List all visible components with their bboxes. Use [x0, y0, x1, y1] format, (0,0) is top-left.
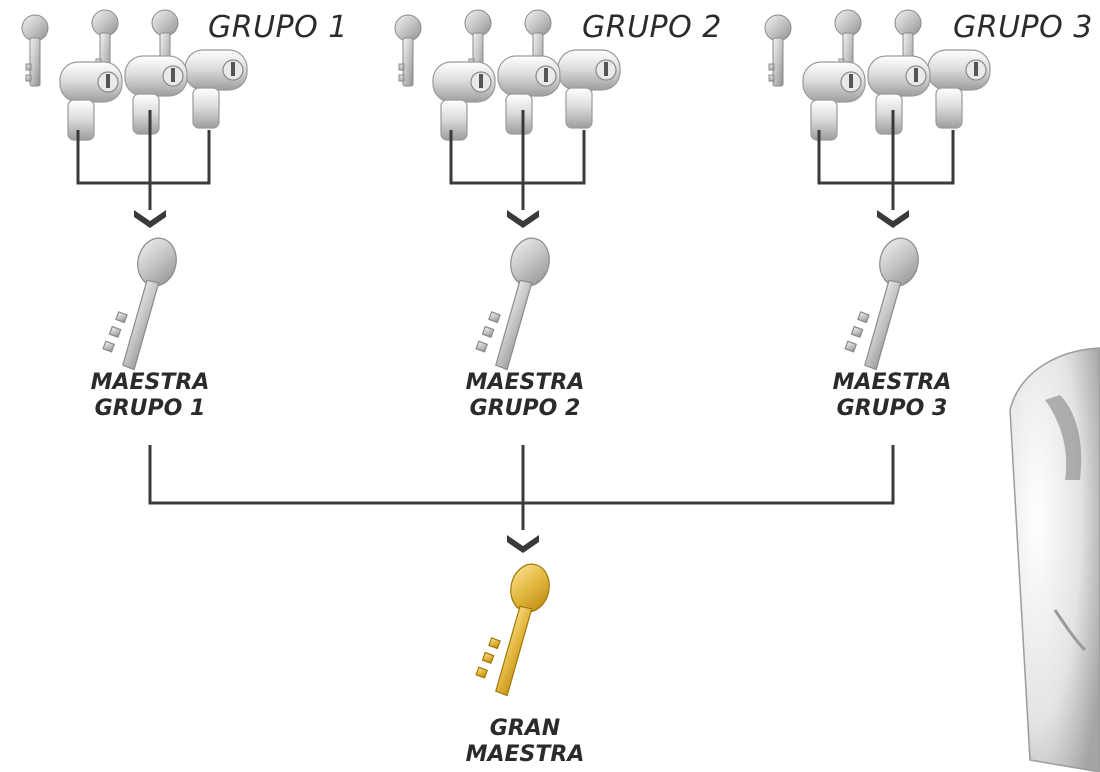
master-label-line: MAESTRA [465, 370, 585, 395]
master-label-line: GRUPO 2 [469, 396, 581, 421]
chevron-down-icon [134, 210, 166, 228]
chevron-down-icon [507, 210, 539, 228]
master-label-line: MAESTRA [832, 370, 952, 395]
grand-master-label-line: GRAN [489, 716, 561, 741]
grand-master-label-line: MAESTRA [465, 742, 585, 767]
lock-cylinder-icon [867, 55, 931, 135]
master-group-1-label: MAESTRA GRUPO 1 [70, 370, 230, 422]
lock-cylinder-icon [927, 49, 991, 129]
lock-cylinder-icon [124, 55, 188, 135]
chevron-down-icon [507, 535, 539, 553]
group-3-title: GRUPO 3 [953, 10, 1093, 45]
large-lock-cylinder-icon [1009, 347, 1100, 772]
key-icon [394, 14, 422, 87]
master-key-1 [99, 230, 182, 375]
key-icon [764, 14, 792, 87]
key-icon [21, 14, 49, 87]
lock-cylinder-icon [59, 61, 123, 141]
master-label-line: GRUPO 3 [836, 396, 948, 421]
grand-master-key [472, 556, 555, 701]
group-1-title: GRUPO 1 [208, 10, 348, 45]
lock-cylinder-icon [802, 61, 866, 141]
lock-cylinder-icon [432, 61, 496, 141]
connector-lines [76, 110, 955, 530]
lock-cylinder-icon [497, 55, 561, 135]
master-group-2-label: MAESTRA GRUPO 2 [445, 370, 605, 422]
lock-cylinder-icon [557, 49, 621, 129]
master-label-line: GRUPO 1 [94, 396, 206, 421]
group-2-title: GRUPO 2 [582, 10, 722, 45]
master-key-icon [99, 230, 182, 375]
master-key-icon [841, 230, 924, 375]
chevron-down-icon [877, 210, 909, 228]
lock-cylinder-icon [184, 49, 248, 129]
master-group-3-label: MAESTRA GRUPO 3 [812, 370, 972, 422]
master-key-icon [472, 230, 555, 375]
master-label-line: MAESTRA [90, 370, 210, 395]
gold-key-icon [472, 556, 555, 701]
master-key-3 [841, 230, 924, 375]
grand-master-label: GRAN MAESTRA [445, 716, 605, 768]
master-key-2 [472, 230, 555, 375]
